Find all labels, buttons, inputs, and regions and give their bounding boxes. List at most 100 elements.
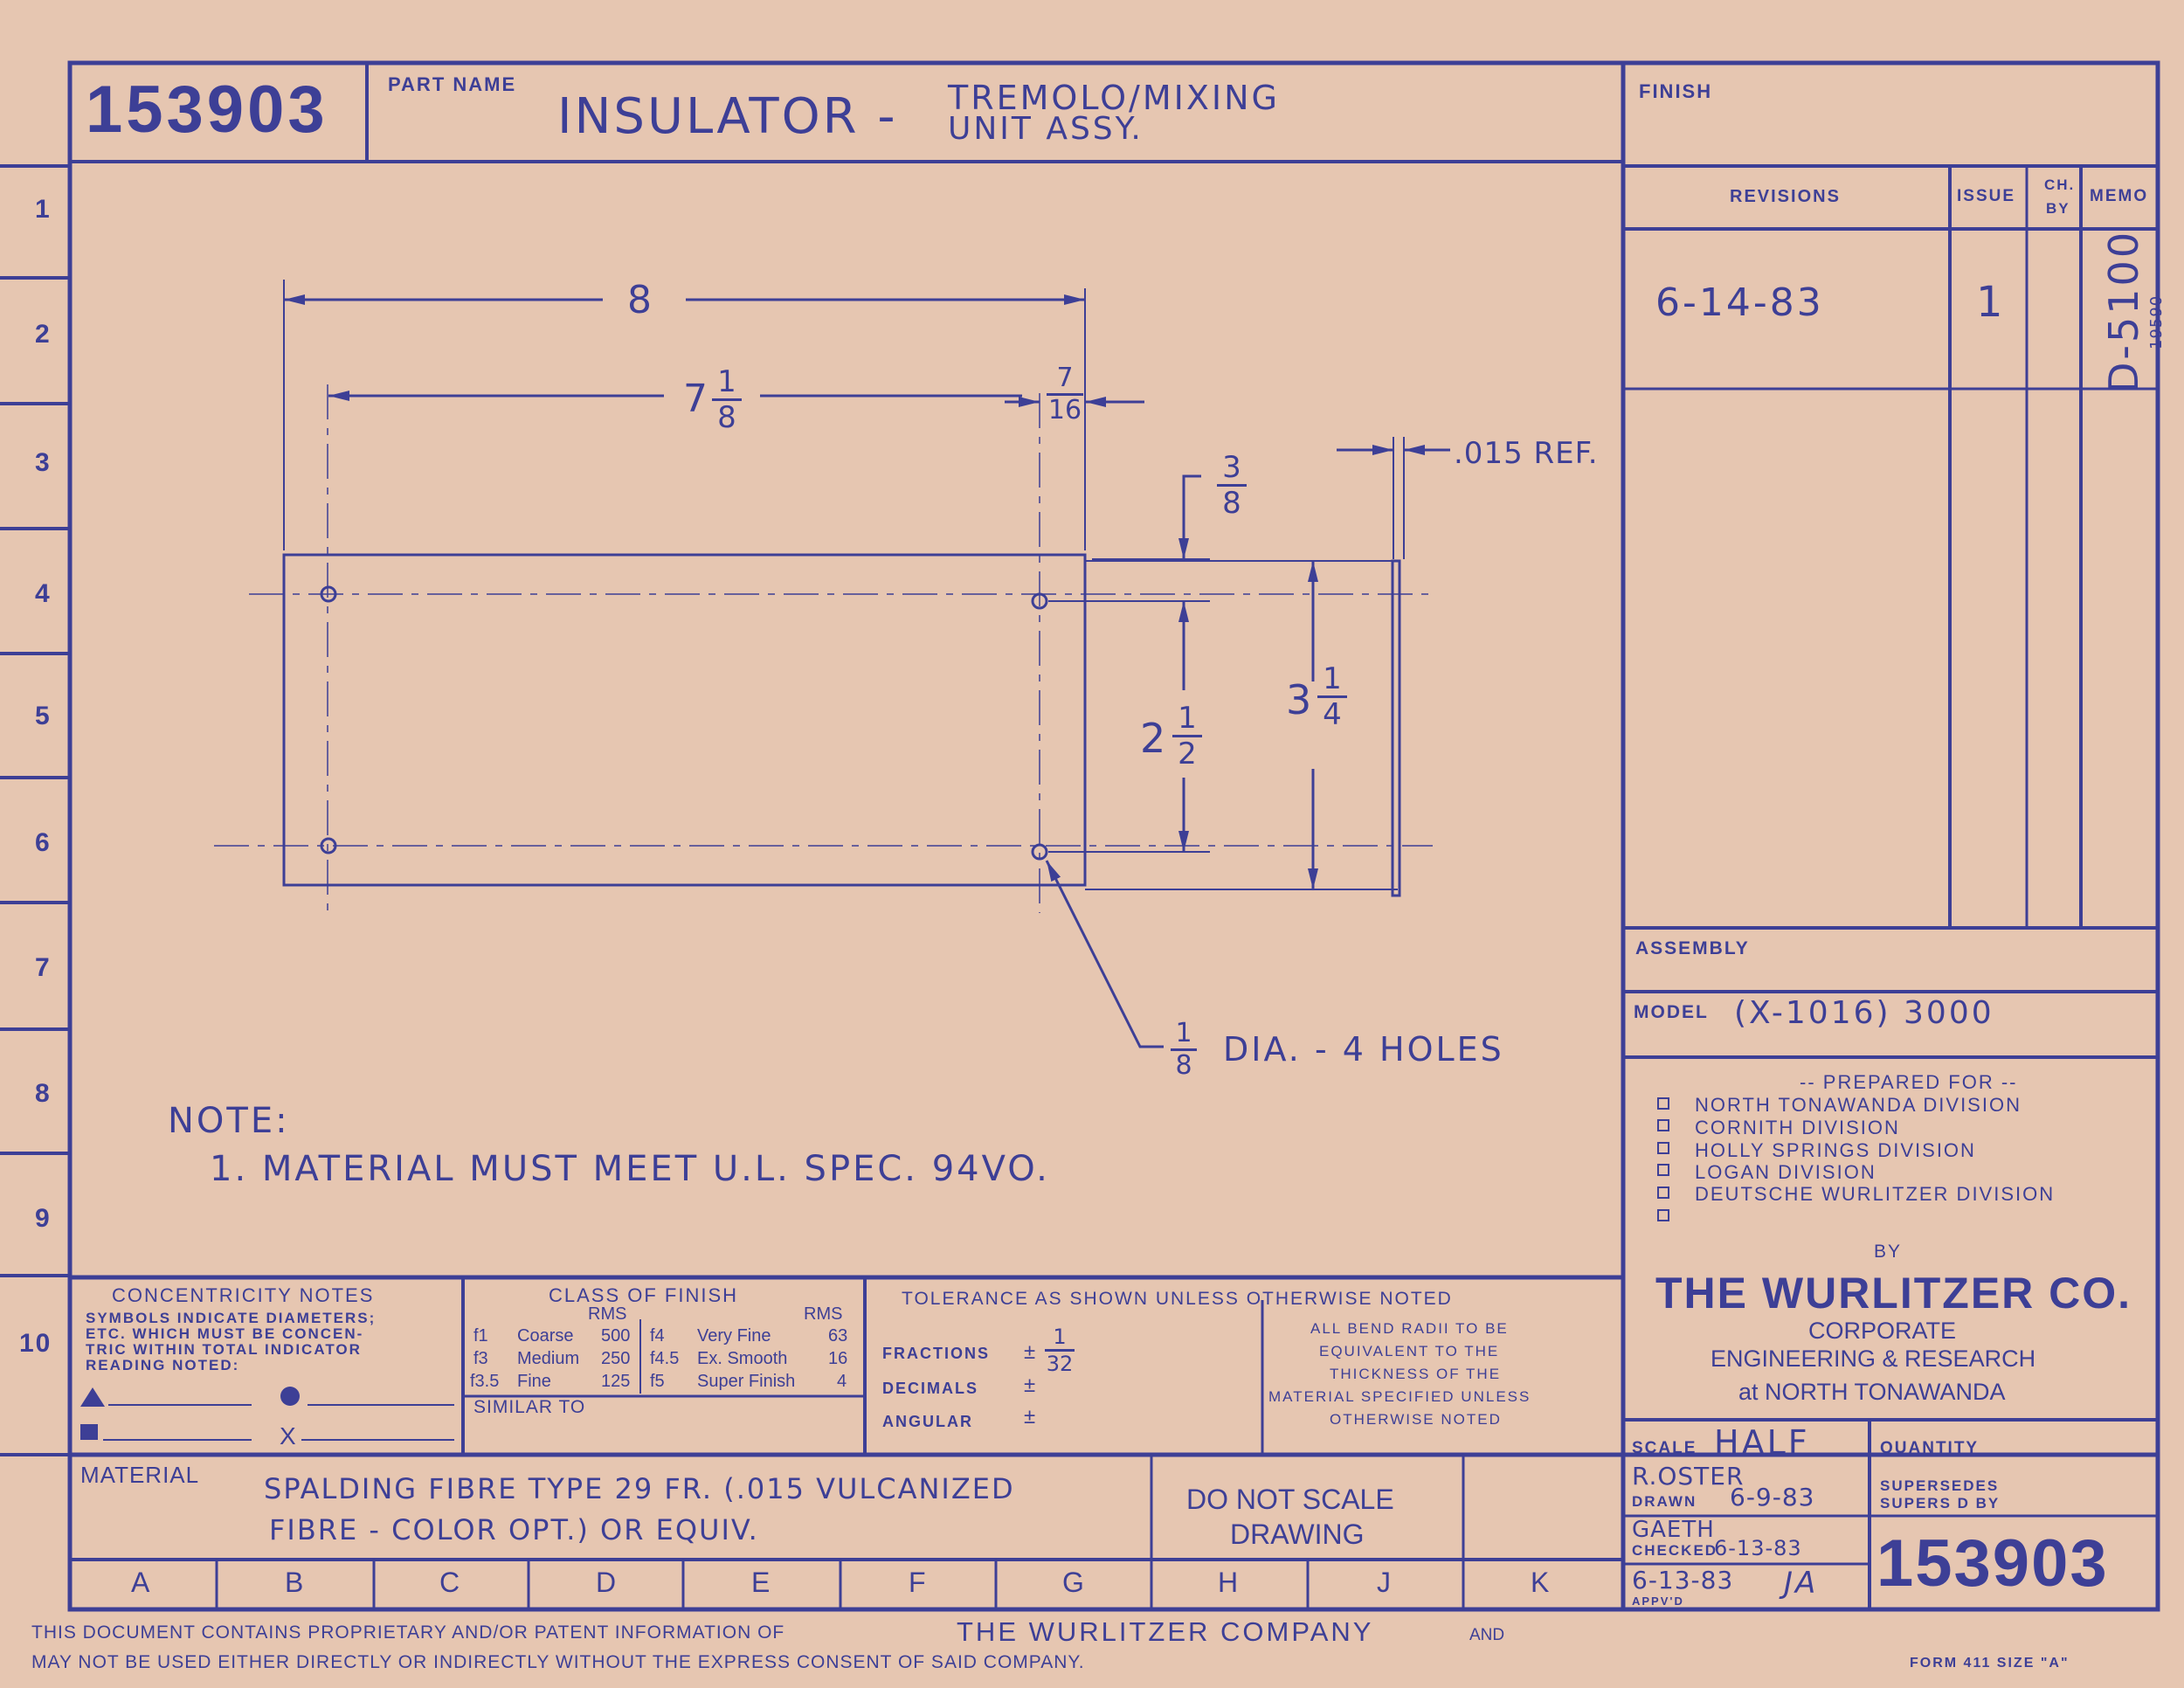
- division-logan: LOGAN DIVISION: [1695, 1161, 1876, 1183]
- finish-rms: 63: [828, 1326, 848, 1346]
- footer-company: THE WURLITZER COMPANY: [957, 1616, 1374, 1647]
- superseded-by-label: SUPERS D BY: [1880, 1495, 2001, 1512]
- tolerance-angular-plusminus: ±: [1024, 1405, 1036, 1429]
- column-letter: F: [909, 1567, 926, 1598]
- revisions-header: REVISIONS: [1730, 187, 1841, 206]
- column-letter: J: [1377, 1567, 1391, 1598]
- bend-note-line: EQUIVALENT TO THE: [1319, 1343, 1500, 1359]
- finish-rms: 250: [601, 1349, 631, 1368]
- by-header: BY: [2046, 200, 2070, 217]
- footer-line-1: THIS DOCUMENT CONTAINS PROPRIETARY AND/O…: [31, 1622, 785, 1643]
- note-line-1: 1. MATERIAL MUST MEET U.L. SPEC. 94VO.: [210, 1149, 1050, 1189]
- note-heading: NOTE:: [168, 1101, 290, 1141]
- column-letter: A: [131, 1567, 150, 1598]
- concentricity-line-1: SYMBOLS INDICATE DIAMETERS;: [86, 1310, 377, 1326]
- company-corporate: CORPORATE: [1808, 1318, 1957, 1344]
- ch-header: CH.: [2044, 176, 2076, 193]
- column-letter: D: [596, 1567, 617, 1598]
- concentricity-line-4: READING NOTED:: [86, 1357, 240, 1373]
- row-number: 2: [35, 320, 52, 349]
- dim-thickness: .015 REF.: [1454, 436, 1599, 471]
- column-letter: E: [751, 1567, 771, 1598]
- division-north-tonawanda: NORTH TONAWANDA DIVISION: [1695, 1094, 2022, 1116]
- tolerance-fractions-label: FRACTIONS: [882, 1345, 990, 1362]
- concentricity-heading: CONCENTRICITY NOTES: [112, 1284, 375, 1306]
- dim-hole-vertical-whole: 2: [1140, 715, 1169, 762]
- quantity-label: QUANTITY: [1880, 1439, 1980, 1457]
- checked-name: GAETH: [1632, 1517, 1715, 1543]
- row-number: 3: [35, 448, 52, 477]
- finish-label: FINISH: [1639, 80, 1713, 102]
- column-letter: B: [285, 1567, 304, 1598]
- material-label: MATERIAL: [80, 1462, 200, 1488]
- approved-label: APPV'D: [1632, 1595, 1684, 1608]
- concentricity-line-2: ETC. WHICH MUST BE CONCEN-: [86, 1325, 364, 1342]
- memo-header: MEMO: [2090, 187, 2149, 205]
- concentricity-line-3: TRIC WITHIN TOTAL INDICATOR: [86, 1341, 362, 1358]
- row-number: 4: [35, 579, 52, 608]
- tolerance-decimals-label: DECIMALS: [882, 1380, 978, 1397]
- model-label: MODEL: [1634, 1002, 1709, 1022]
- row-number: 10: [19, 1329, 52, 1358]
- tolerance-heading: TOLERANCE AS SHOWN UNLESS OTHERWISE NOTE…: [902, 1289, 1453, 1309]
- finish-desc: Super Finish: [697, 1372, 796, 1391]
- finish-desc: Ex. Smooth: [697, 1349, 788, 1368]
- row-number: 9: [35, 1204, 52, 1233]
- finish-rms: 4: [837, 1372, 847, 1391]
- company-location: at NORTH TONAWANDA: [1738, 1379, 2006, 1405]
- tolerance-decimals-plusminus: ±: [1024, 1373, 1036, 1397]
- finish-code: f1: [473, 1326, 488, 1346]
- tolerance-fractions-plusminus: ±: [1024, 1340, 1036, 1364]
- column-letter: H: [1218, 1567, 1239, 1598]
- do-not-scale-line-1: DO NOT SCALE: [1186, 1484, 1394, 1515]
- dim-overall-length: 8: [627, 278, 654, 322]
- bend-note-line: MATERIAL SPECIFIED UNLESS: [1268, 1388, 1531, 1405]
- revision-memo-note: 19590: [2147, 294, 2166, 349]
- finish-rms: 125: [601, 1372, 631, 1391]
- drawn-label: DRAWN: [1632, 1493, 1697, 1510]
- bend-note-line: ALL BEND RADII TO BE: [1310, 1320, 1509, 1337]
- division-holly-springs: HOLLY SPRINGS DIVISION: [1695, 1139, 1976, 1161]
- approved-date: 6-13-83: [1632, 1566, 1734, 1595]
- drawn-date: 6-9-83: [1730, 1483, 1815, 1512]
- company-by: BY: [1874, 1242, 1903, 1262]
- issue-header: ISSUE: [1957, 187, 2016, 205]
- row-number: 7: [35, 953, 52, 982]
- row-number: 1: [35, 195, 52, 224]
- company-name: THE WURLITZER CO.: [1655, 1269, 2132, 1318]
- material-line-1: SPALDING FIBRE TYPE 29 FR. (.015 VULCANI…: [264, 1472, 1015, 1505]
- finish-class-heading: CLASS OF FINISH: [549, 1284, 739, 1306]
- revision-memo: D-5100: [2100, 229, 2147, 393]
- finish-desc: Fine: [517, 1372, 551, 1391]
- finish-desc: Coarse: [517, 1326, 574, 1346]
- division-deutsche-wurlitzer: DEUTSCHE WURLITZER DIVISION: [1695, 1183, 2056, 1205]
- drawn-name: R.OSTER: [1632, 1462, 1745, 1491]
- part-number-footer: 153903: [1876, 1526, 2109, 1601]
- revision-issue: 1: [1976, 278, 2006, 327]
- concentricity-symbol-x: X: [280, 1422, 296, 1449]
- finish-desc: Medium: [517, 1349, 580, 1368]
- row-number: 5: [35, 702, 52, 730]
- column-letter: K: [1531, 1567, 1550, 1598]
- similar-to-label: SIMILAR TO: [473, 1397, 586, 1417]
- scale-value: HALF: [1714, 1423, 1810, 1462]
- checked-label: CHECKED: [1632, 1542, 1718, 1559]
- finish-rms: 500: [601, 1326, 631, 1346]
- finish-rms-left: RMS: [588, 1304, 627, 1324]
- dim-holes-text: DIA. - 4 HOLES: [1223, 1030, 1504, 1069]
- column-letter: C: [439, 1567, 460, 1598]
- finish-code: f4: [650, 1326, 665, 1346]
- material-line-2: FIBRE - COLOR OPT.) OR EQUIV.: [269, 1513, 759, 1546]
- division-cornith: CORNITH DIVISION: [1695, 1117, 1900, 1138]
- finish-rms-right: RMS: [804, 1304, 843, 1324]
- footer-and: AND: [1469, 1626, 1505, 1644]
- finish-desc: Very Fine: [697, 1326, 771, 1346]
